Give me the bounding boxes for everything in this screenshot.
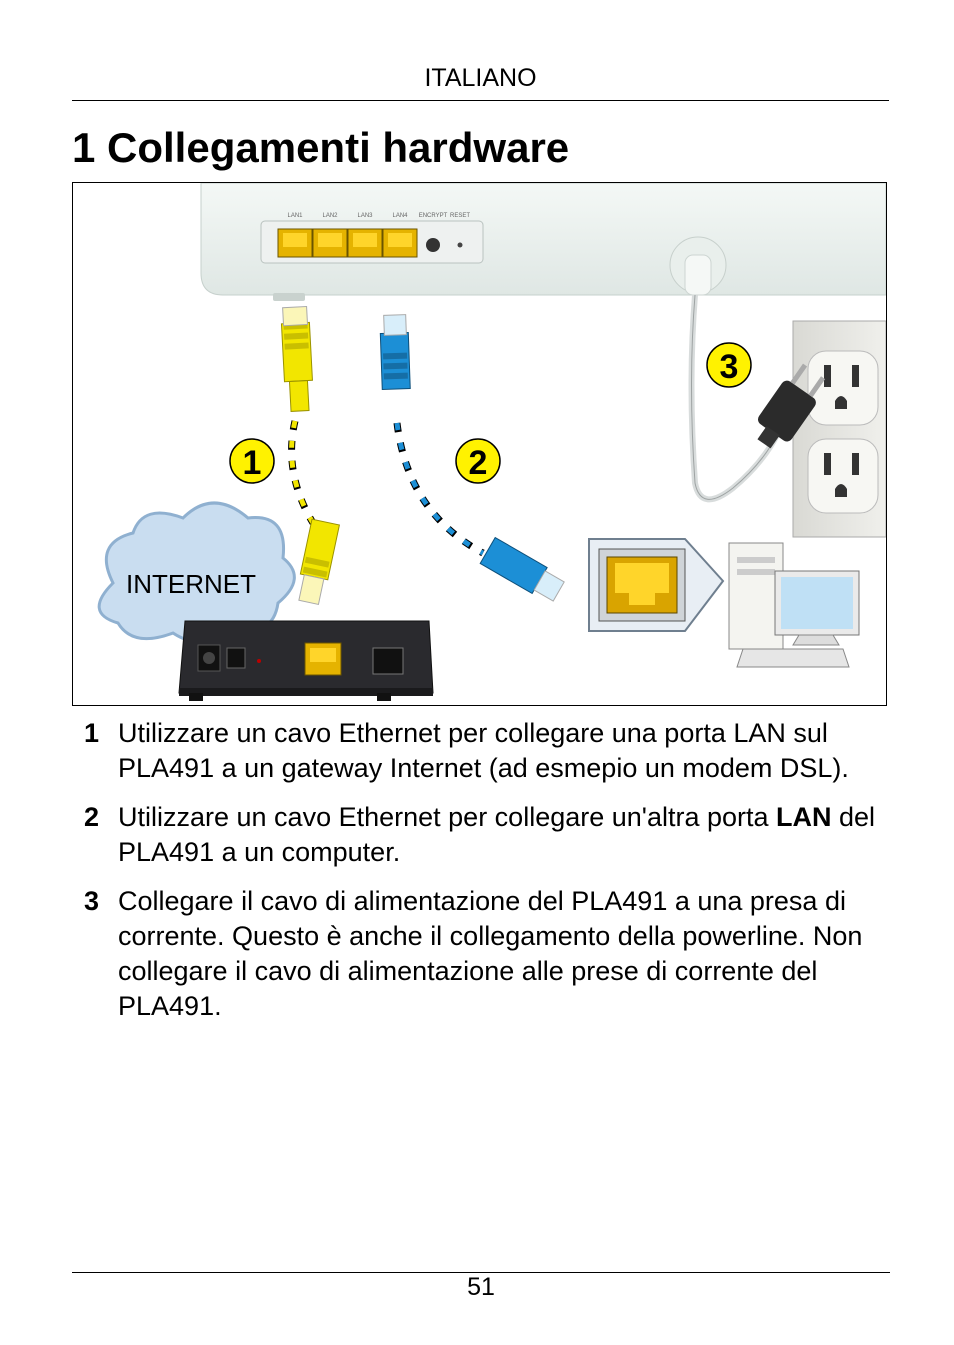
step-2-text: Utilizzare un cavo Ethernet per collegar… bbox=[118, 800, 894, 870]
pla491-device: LAN1 LAN2 LAN3 LAN4 ENCRYPT RESET bbox=[200, 183, 886, 301]
connection-diagram: LAN1 LAN2 LAN3 LAN4 ENCRYPT RESET bbox=[97, 183, 886, 701]
port-label-encrypt: ENCRYPT bbox=[419, 213, 448, 219]
header-rule bbox=[72, 100, 889, 101]
port-label-lan3: LAN3 bbox=[357, 213, 373, 219]
desktop-computer bbox=[728, 542, 860, 668]
callout-3-label: 3 bbox=[720, 348, 739, 386]
step-2-text-before: Utilizzare un cavo Ethernet per collegar… bbox=[118, 802, 777, 832]
page-title: 1 Collegamenti hardware bbox=[72, 124, 570, 171]
lan-port-4 bbox=[382, 228, 418, 258]
step-2-text-bold: LAN bbox=[776, 802, 832, 832]
yellow-ethernet-cable bbox=[280, 305, 340, 606]
internet-label: INTERNET bbox=[126, 569, 256, 599]
step-1-text: Utilizzare un cavo Ethernet per collegar… bbox=[118, 718, 849, 783]
reset-pinhole bbox=[457, 242, 463, 248]
internet-cloud: INTERNET bbox=[97, 501, 296, 644]
port-label-reset: RESET bbox=[450, 213, 470, 219]
step-3-number: 3 bbox=[84, 886, 100, 916]
page-number: 51 bbox=[467, 1273, 495, 1301]
callout-1-label: 1 bbox=[243, 444, 262, 482]
running-header-language: ITALIANO bbox=[424, 64, 537, 92]
instruction-steps: 1 Utilizzare un cavo Ethernet per colleg… bbox=[84, 716, 894, 1038]
computer-lan-port-zoom bbox=[588, 538, 725, 632]
callout-2: 2 bbox=[455, 438, 501, 484]
port-label-lan1: LAN1 bbox=[287, 213, 303, 219]
step-2-number: 2 bbox=[84, 802, 100, 832]
port-label-lan4: LAN4 bbox=[392, 213, 408, 219]
callout-3: 3 bbox=[706, 342, 752, 388]
power-plug bbox=[757, 363, 826, 449]
step-1: 1 Utilizzare un cavo Ethernet per colleg… bbox=[84, 716, 894, 786]
lan-port-2 bbox=[312, 228, 348, 258]
blue-ethernet-cable bbox=[379, 314, 565, 602]
callout-2-label: 2 bbox=[469, 444, 488, 482]
step-1-number: 1 bbox=[84, 718, 100, 748]
step-3: 3 Collegare il cavo di alimentazione del… bbox=[84, 884, 894, 1024]
step-2-text-after: del PLA491 a un computer. bbox=[118, 802, 876, 867]
lan-port-1 bbox=[277, 228, 313, 258]
power-cord bbox=[688, 294, 781, 503]
hardware-connection-figure: LAN1 LAN2 LAN3 LAN4 ENCRYPT RESET bbox=[72, 182, 887, 706]
port-label-lan2: LAN2 bbox=[322, 213, 338, 219]
step-2: 2 Utilizzare un cavo Ethernet per colleg… bbox=[84, 800, 894, 870]
dsl-modem bbox=[178, 620, 434, 701]
step-3-text: Collegare il cavo di alimentazione del P… bbox=[118, 886, 863, 1021]
wall-outlet bbox=[792, 320, 886, 538]
callout-1: 1 bbox=[229, 438, 275, 484]
footer-rule bbox=[72, 1272, 890, 1273]
lan-port-3 bbox=[347, 228, 383, 258]
encrypt-button bbox=[426, 238, 440, 252]
